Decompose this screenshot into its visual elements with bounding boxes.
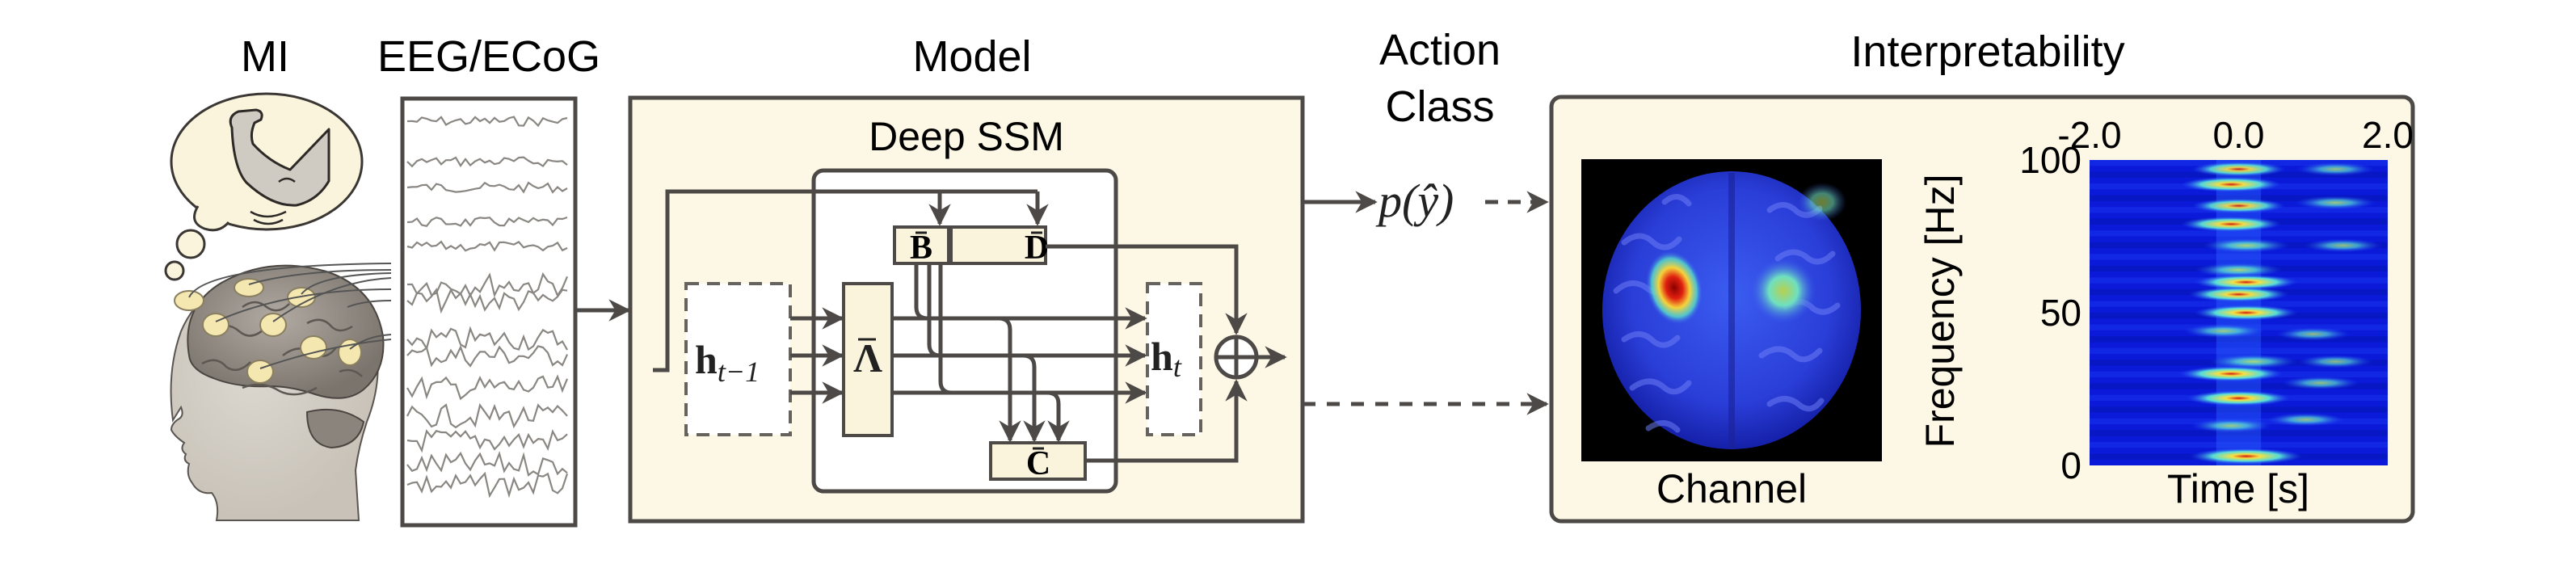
x-tick-label: -2.0 — [2057, 114, 2121, 156]
header-eeg: EEG/ECoG — [377, 32, 600, 81]
action-class-output: p(ŷ) — [1375, 175, 1454, 227]
x-tick-label: 0.0 — [2213, 114, 2265, 156]
x-axis-label: Time [s] — [2167, 466, 2309, 511]
flexed-arm-icon — [229, 108, 330, 225]
c-input-lines — [998, 316, 1070, 443]
model-panel: Deep SSM ht−1 Λ B D — [628, 95, 1305, 524]
header-action-line1: Action — [1379, 26, 1501, 74]
spectrogram-hotspot — [2267, 412, 2345, 427]
eeg-trace — [406, 116, 568, 128]
eeg-trace — [406, 326, 568, 351]
head-with-electrodes — [170, 263, 392, 521]
spectrogram-hotspot — [2202, 238, 2290, 253]
x-tick-label: 2.0 — [2362, 114, 2414, 156]
spectrogram-hotspot — [2191, 162, 2286, 177]
spectrogram-hotspot — [2304, 238, 2382, 253]
spectrogram-hotspot — [2296, 162, 2375, 176]
channel-brain-map — [1581, 159, 1882, 461]
spectrogram-band — [2090, 195, 2388, 201]
header-model: Model — [912, 32, 1031, 81]
spectrogram-band — [2090, 441, 2388, 448]
h-curr-label: ht — [1151, 334, 1182, 383]
spectrogram-band — [2090, 336, 2388, 343]
spectrogram-band — [2090, 406, 2388, 413]
eeg-trace — [406, 344, 569, 368]
mi-illustration — [164, 92, 392, 521]
eeg-trace — [406, 471, 569, 499]
b-label: B — [910, 229, 932, 267]
c-to-sum-arrow — [1085, 379, 1248, 463]
spectrogram-hotspot — [2189, 448, 2303, 465]
sum-node — [1214, 335, 1259, 380]
spectrogram-band — [2090, 230, 2388, 237]
input-skip-line — [653, 189, 1038, 372]
eeg-signal-panel — [400, 96, 578, 528]
b-output-lines — [914, 263, 953, 395]
spectrogram-hotspot — [2181, 176, 2282, 192]
spectrogram-band — [2090, 254, 2388, 260]
spectrogram-hotspot — [2194, 274, 2298, 290]
c-label: C — [1026, 445, 1050, 482]
y-tick-label: 50 — [2040, 292, 2081, 334]
lambda-label: Λ — [853, 335, 882, 381]
eeg-trace — [406, 451, 568, 477]
interpretability-panel: Channel Frequency [Hz] -2.0 0.0 2.0 0 50 100… — [1549, 95, 2415, 524]
spectrogram-band — [2090, 430, 2388, 436]
spectrogram-hotspot — [2275, 327, 2351, 341]
eeg-trace — [406, 402, 568, 429]
deep-ssm-title: Deep SSM — [869, 114, 1064, 159]
eeg-trace — [406, 429, 568, 453]
spectrogram-band — [2090, 301, 2388, 307]
channel-label: Channel — [1656, 466, 1807, 511]
spectrogram-chart: Frequency [Hz] -2.0 0.0 2.0 0 50 100 Time [s… — [1917, 114, 2414, 511]
spectrogram-hotspot — [2295, 196, 2376, 210]
eeg-trace — [406, 374, 569, 401]
spectrogram-hotspot — [2194, 305, 2298, 321]
d-label: D — [1025, 229, 1049, 267]
h-prev-box — [684, 282, 792, 436]
header-action-line2: Class — [1385, 82, 1494, 131]
lambda-box — [842, 282, 894, 437]
spectrogram-hotspot — [2281, 376, 2359, 390]
spectrogram-hotspot — [2179, 366, 2283, 382]
eeg-trace — [406, 216, 568, 228]
h-prev-label: ht−1 — [695, 337, 760, 388]
spectrogram-band — [2090, 347, 2388, 354]
header-mi: MI — [241, 32, 289, 81]
eeg-trace — [406, 181, 568, 194]
eeg-trace — [406, 288, 568, 314]
eeg-trace — [406, 156, 568, 168]
header-interpretability: Interpretability — [1850, 27, 2124, 76]
c-box — [989, 441, 1087, 481]
spectrogram-hotspot — [2191, 198, 2286, 213]
eeg-trace — [406, 240, 568, 252]
spectrogram-hotspot — [2209, 354, 2297, 369]
spectrogram-hotspot — [2187, 390, 2291, 406]
spectrogram-hotspot — [2188, 286, 2289, 302]
d-to-sum-arrow — [1046, 244, 1248, 335]
spectrogram-hotspot — [2183, 324, 2265, 339]
h-curr-box — [1146, 282, 1202, 436]
spectrogram-hotspot — [2298, 355, 2373, 368]
spectrogram-hotspot — [2195, 263, 2283, 277]
y-tick-label: 100 — [2019, 139, 2081, 181]
spectrogram-band — [2090, 383, 2388, 389]
y-tick-label: 0 — [2060, 444, 2081, 486]
y-axis-label: Frequency [Hz] — [1917, 174, 1963, 448]
spectrogram-hotspot — [2181, 216, 2282, 232]
spectrogram-hotspot — [2191, 419, 2272, 433]
